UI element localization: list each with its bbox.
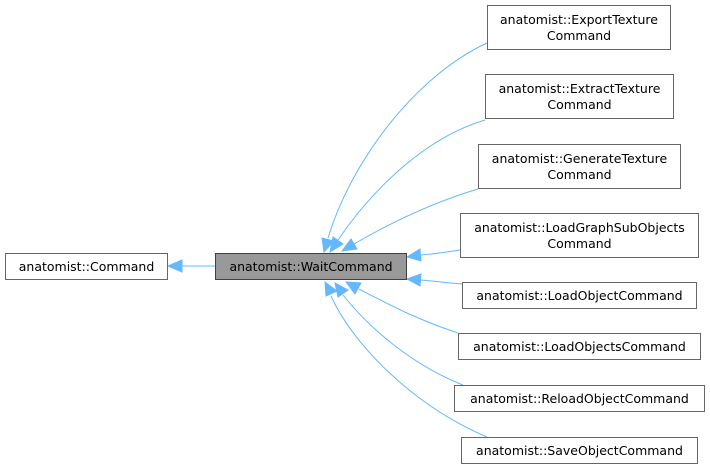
edge-generatetexture-to-waitcommand (353, 188, 479, 245)
edge-reloadobject-to-waitcommand (342, 294, 464, 386)
node-anatomist-loadgraphsubobjectscommand[interactable]: anatomist::LoadGraphSubObjects Command (460, 213, 699, 258)
arrowhead-extracttexture (329, 236, 344, 254)
edge-loadobjects-to-waitcommand (358, 288, 459, 334)
node-label-line-1: anatomist::ExtractTexture (498, 80, 661, 96)
node-label-line-1: anatomist::LoadObjectCommand (476, 287, 683, 303)
node-label-line-2: Command (547, 235, 612, 251)
arrowhead-loadobjects (344, 281, 362, 295)
edge-saveobject-to-waitcommand (330, 295, 488, 438)
edge-loadobject-to-waitcommand (420, 279, 463, 285)
edge-extracttexture-to-waitcommand (337, 119, 486, 241)
node-anatomist-reloadobjectcommand[interactable]: anatomist::ReloadObjectCommand (454, 385, 705, 412)
arrowhead-saveobject (324, 280, 338, 297)
node-anatomist-exporttexturecommand[interactable]: anatomist::ExportTexture Command (487, 5, 671, 50)
arrowhead-command (166, 259, 183, 273)
arrowhead-exporttexture (321, 237, 335, 254)
node-label-line-1: anatomist::LoadGraphSubObjects (474, 219, 685, 235)
node-label-line-1: anatomist::GenerateTexture (491, 150, 668, 166)
edge-loadgraphsubobjects-to-waitcommand (420, 249, 461, 256)
node-anatomist-command[interactable]: anatomist::Command (5, 253, 168, 280)
node-label-line-1: anatomist::ReloadObjectCommand (470, 390, 689, 406)
arrowhead-loadobject (405, 273, 422, 287)
node-label-line-1: anatomist::Command (18, 258, 155, 274)
arrowhead-generatetexture (340, 238, 358, 252)
node-label-line-2: Command (546, 27, 612, 43)
node-anatomist-extracttexturecommand[interactable]: anatomist::ExtractTexture Command (485, 74, 674, 119)
arrowhead-loadgraphsubobjects (405, 248, 422, 262)
node-anatomist-loadobjectscommand[interactable]: anatomist::LoadObjectsCommand (458, 333, 701, 360)
arrowhead-reloadobject (334, 282, 349, 298)
node-anatomist-waitcommand[interactable]: anatomist::WaitCommand (215, 253, 407, 280)
edge-exporttexture-to-waitcommand (327, 42, 488, 239)
node-label-line-2: Command (547, 96, 612, 112)
node-anatomist-loadobjectcommand[interactable]: anatomist::LoadObjectCommand (462, 282, 697, 309)
node-anatomist-generatetexturecommand[interactable]: anatomist::GenerateTexture Command (478, 144, 681, 189)
node-label-line-1: anatomist::LoadObjectsCommand (473, 338, 686, 354)
node-label-line-1: anatomist::WaitCommand (229, 258, 393, 274)
node-label-line-1: anatomist::ExportTexture (500, 11, 658, 27)
node-label-line-2: Command (547, 166, 612, 182)
node-label-line-1: anatomist::SaveObjectCommand (476, 442, 683, 458)
node-anatomist-saveobjectcommand[interactable]: anatomist::SaveObjectCommand (461, 437, 698, 464)
